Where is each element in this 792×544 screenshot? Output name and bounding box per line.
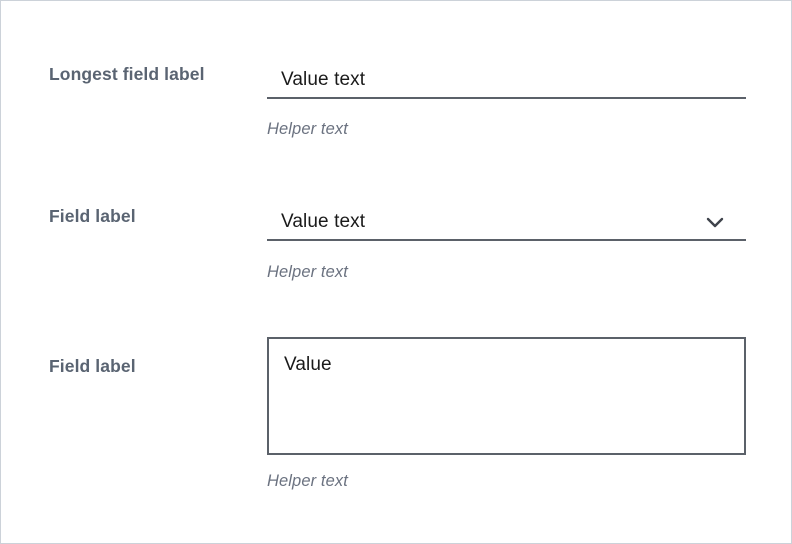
text-input[interactable]: Value text — [267, 63, 746, 99]
helper-text-text-input: Helper text — [267, 120, 348, 138]
chevron-down-icon[interactable] — [702, 209, 728, 235]
text-input-value: Value text — [281, 69, 366, 90]
textarea-input-value: Value — [284, 354, 332, 375]
helper-text-select: Helper text — [267, 263, 348, 281]
textarea-input[interactable]: Value — [267, 337, 746, 455]
select-input-value: Value text — [281, 211, 366, 232]
field-label-select: Field label — [49, 206, 136, 226]
helper-text-textarea: Helper text — [267, 472, 348, 490]
field-label-textarea: Field label — [49, 356, 136, 376]
field-label-longest: Longest field label — [49, 64, 205, 84]
select-input[interactable]: Value text — [267, 205, 746, 241]
